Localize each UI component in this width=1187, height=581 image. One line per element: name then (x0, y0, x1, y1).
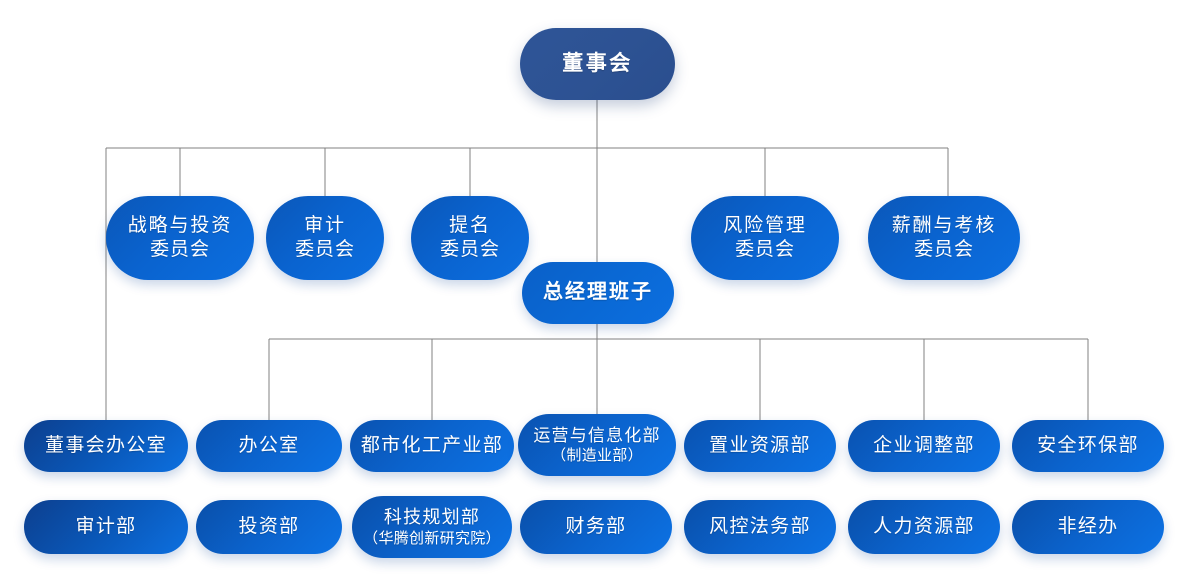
node-board-office-label: 董事会办公室 (45, 434, 167, 456)
node-property-resources-dept[interactable]: 置业资源部 (684, 420, 836, 472)
node-nomination-committee-label: 提名 (449, 214, 491, 236)
node-strategy-investment-committee-sublabel: 委员会 (150, 239, 210, 260)
node-risk-management-committee-sublabel: 委员会 (735, 239, 795, 260)
node-investment-dept[interactable]: 投资部 (196, 500, 342, 554)
node-risk-management-committee[interactable]: 风险管理 委员会 (691, 196, 839, 280)
node-audit-committee-label: 审计 (304, 214, 346, 236)
node-nomination-committee[interactable]: 提名 委员会 (411, 196, 529, 280)
node-urban-chemical-industry-dept-label: 都市化工产业部 (360, 434, 504, 456)
node-board-label: 董事会 (562, 51, 633, 75)
node-general-manager-team-label: 总经理班子 (543, 281, 653, 304)
node-audit-committee-sublabel: 委员会 (295, 239, 355, 260)
node-operations-informatization-dept-label: 运营与信息化部 (533, 425, 661, 445)
node-investment-dept-label: 投资部 (238, 515, 300, 537)
node-board-office[interactable]: 董事会办公室 (24, 420, 188, 472)
node-finance-dept-label: 财务部 (565, 515, 627, 537)
node-enterprise-restructuring-dept[interactable]: 企业调整部 (848, 420, 1000, 472)
node-strategy-investment-committee[interactable]: 战略与投资 委员会 (106, 196, 254, 280)
node-safety-environmental-dept-label: 安全环保部 (1037, 434, 1139, 456)
node-science-technology-planning-dept-sublabel: （华腾创新研究院） (363, 529, 501, 547)
node-operations-informatization-dept-sublabel: （制造业部） (551, 447, 643, 465)
node-remuneration-appraisal-committee[interactable]: 薪酬与考核 委员会 (868, 196, 1020, 280)
node-non-operating-office-label: 非经办 (1057, 515, 1119, 537)
node-human-resources-dept-label: 人力资源部 (873, 515, 975, 537)
node-risk-control-legal-dept[interactable]: 风控法务部 (684, 500, 836, 554)
node-risk-control-legal-dept-label: 风控法务部 (709, 515, 811, 537)
node-office[interactable]: 办公室 (196, 420, 342, 472)
node-audit-dept[interactable]: 审计部 (24, 500, 188, 554)
node-board[interactable]: 董事会 (520, 28, 675, 100)
node-finance-dept[interactable]: 财务部 (520, 500, 672, 554)
node-risk-management-committee-label: 风险管理 (723, 214, 807, 236)
node-operations-informatization-dept[interactable]: 运营与信息化部 （制造业部） (518, 414, 676, 476)
node-remuneration-appraisal-committee-sublabel: 委员会 (914, 239, 974, 260)
node-office-label: 办公室 (238, 434, 300, 456)
node-audit-committee[interactable]: 审计 委员会 (266, 196, 384, 280)
node-urban-chemical-industry-dept[interactable]: 都市化工产业部 (350, 420, 514, 472)
node-enterprise-restructuring-dept-label: 企业调整部 (873, 434, 975, 456)
node-nomination-committee-sublabel: 委员会 (440, 239, 500, 260)
node-general-manager-team[interactable]: 总经理班子 (522, 262, 674, 324)
node-safety-environmental-dept[interactable]: 安全环保部 (1012, 420, 1164, 472)
node-strategy-investment-committee-label: 战略与投资 (127, 214, 233, 236)
node-non-operating-office[interactable]: 非经办 (1012, 500, 1164, 554)
node-remuneration-appraisal-committee-label: 薪酬与考核 (891, 214, 997, 236)
node-property-resources-dept-label: 置业资源部 (709, 434, 811, 456)
node-science-technology-planning-dept-label: 科技规划部 (383, 506, 481, 527)
node-audit-dept-label: 审计部 (75, 515, 137, 537)
node-science-technology-planning-dept[interactable]: 科技规划部 （华腾创新研究院） (352, 496, 512, 558)
node-human-resources-dept[interactable]: 人力资源部 (848, 500, 1000, 554)
